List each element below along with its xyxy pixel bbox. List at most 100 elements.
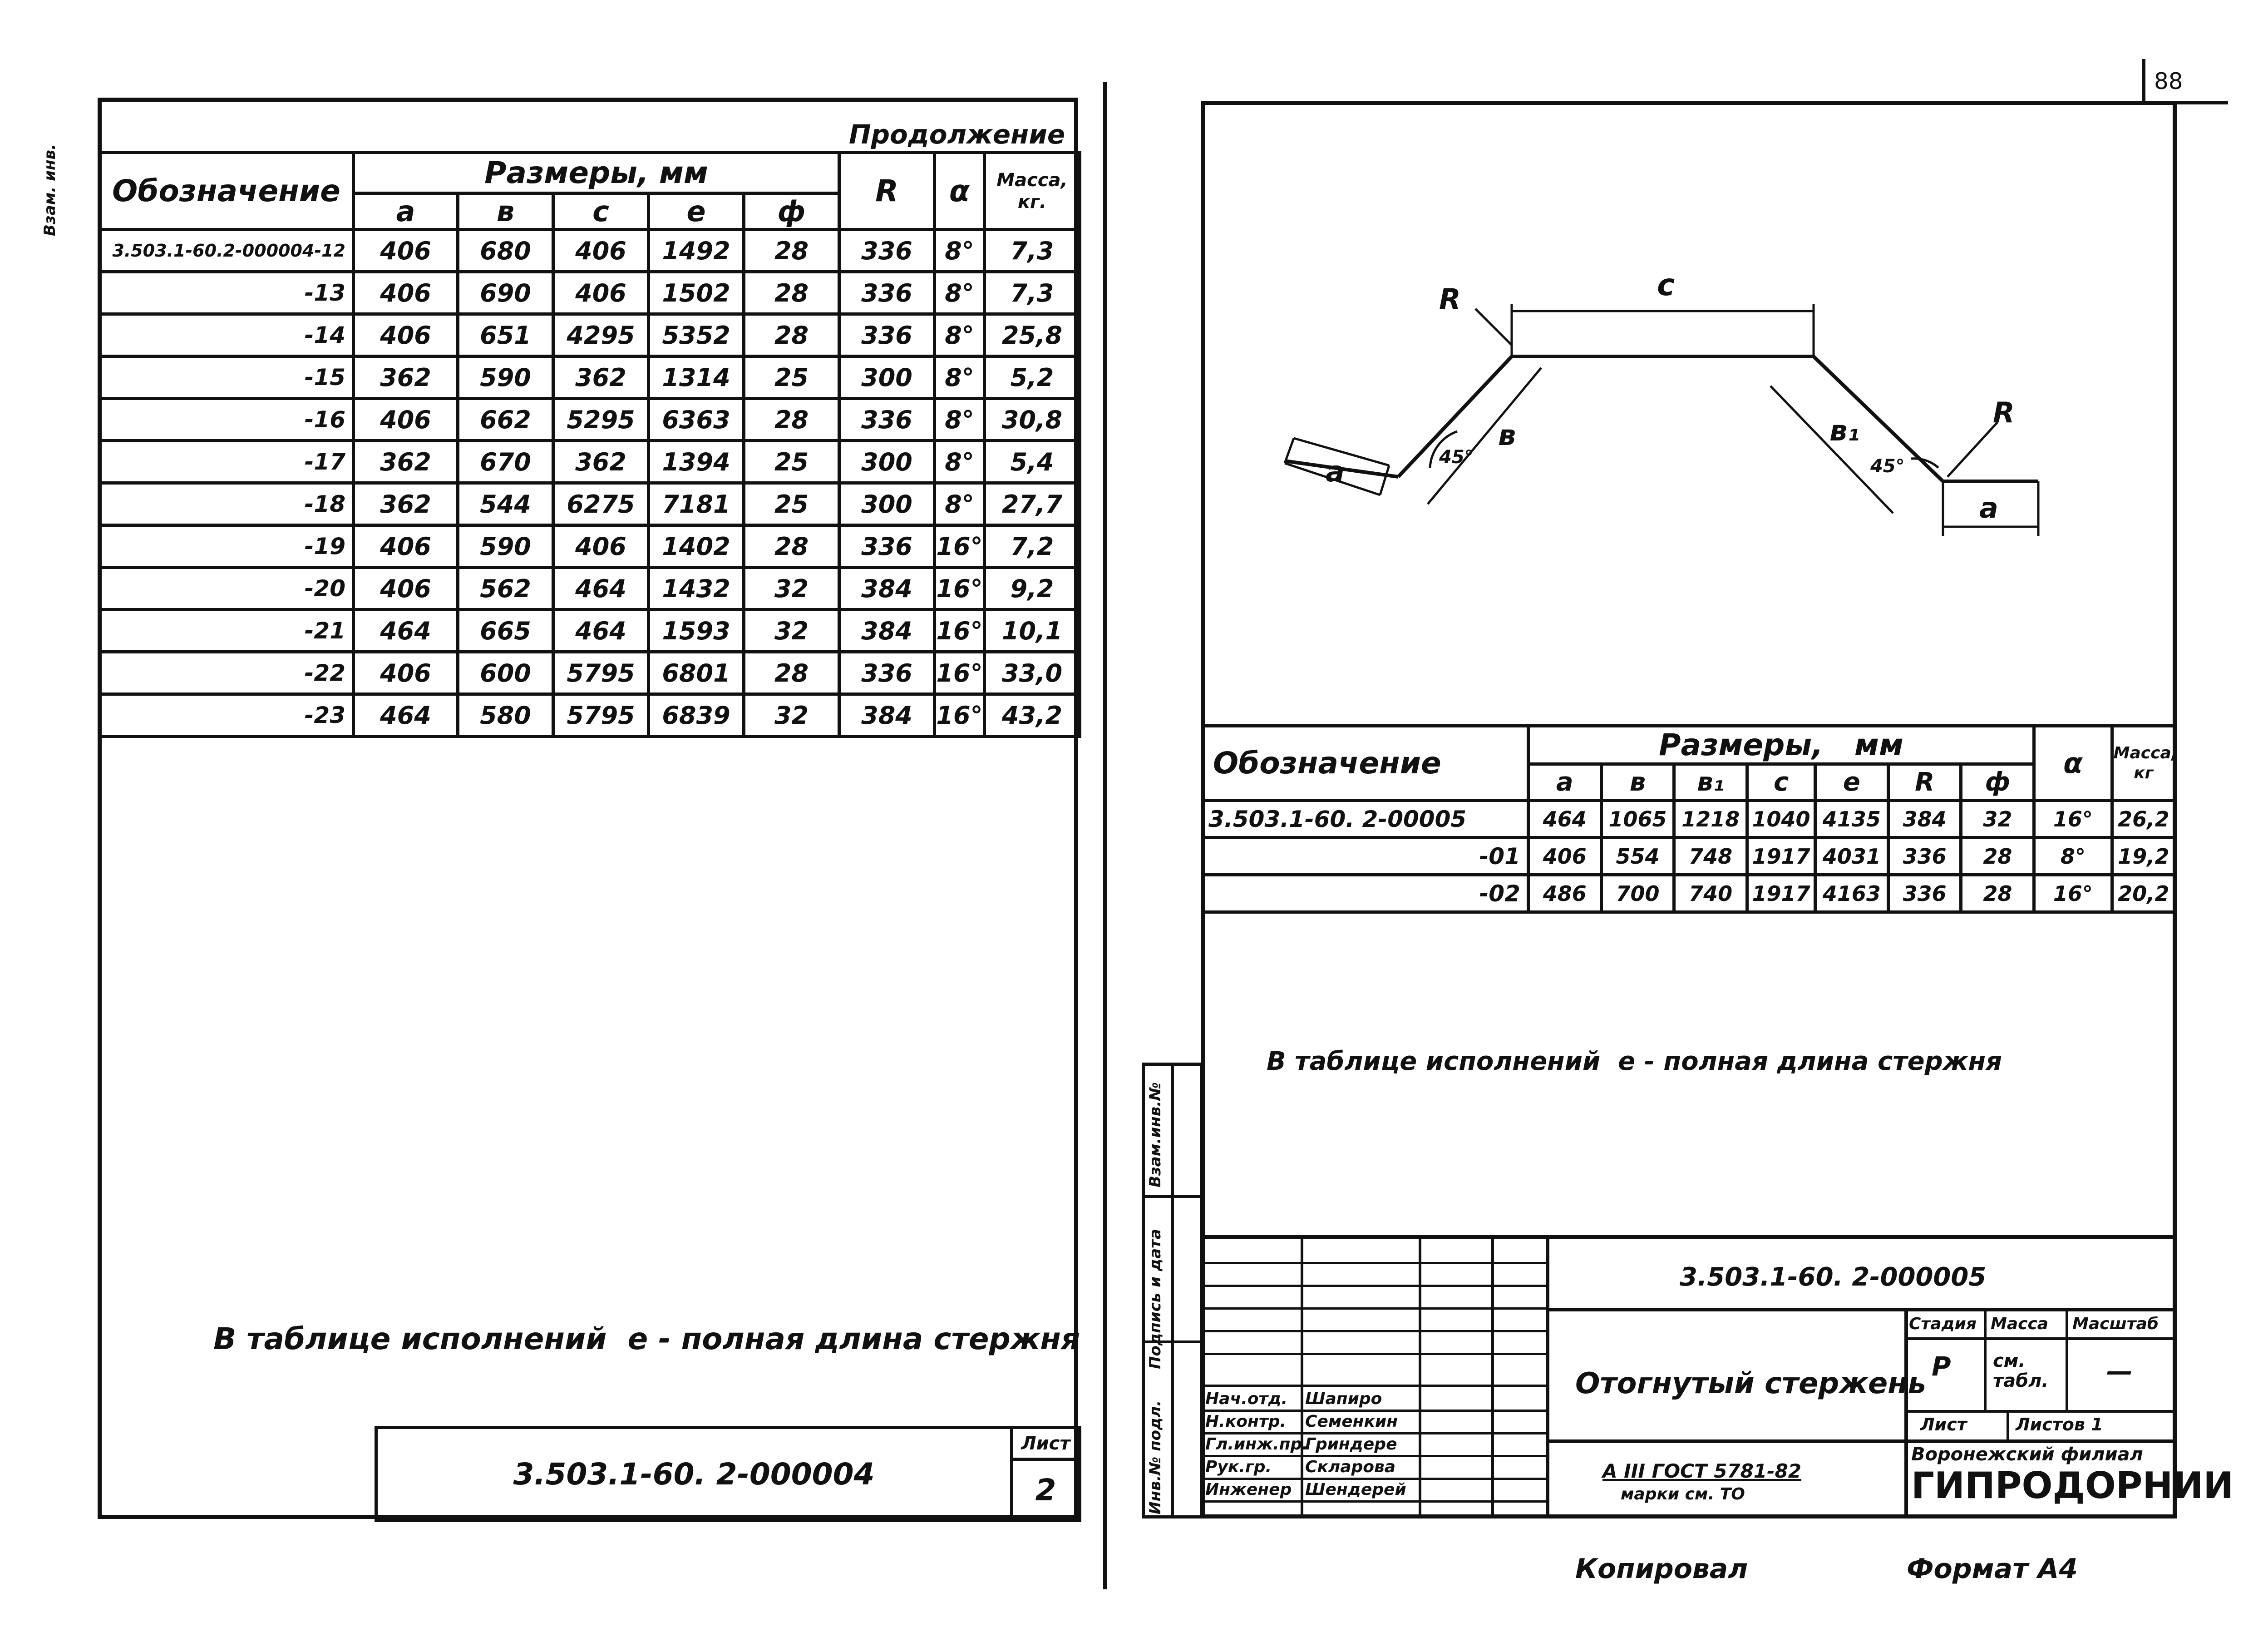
cell-R: 336 <box>838 270 936 316</box>
signature-role: Инженер <box>1205 1480 1292 1499</box>
cell-e: 1432 <box>647 566 745 611</box>
page-number-tick <box>2142 59 2145 104</box>
stamp-sheet-label: Лист <box>1920 1415 1967 1434</box>
cell-m: 25,8 <box>983 312 1081 358</box>
stamp-scale-value: — <box>2106 1355 2133 1386</box>
cell-e: 6801 <box>647 650 745 696</box>
cell-f: 28 <box>742 397 841 442</box>
cell-a: 464 <box>352 692 459 738</box>
cell-R: 336 <box>838 312 936 358</box>
bent-bar-drawing: c R R в в₁ a a 45° 45° <box>1283 267 2040 536</box>
copied-by: Копировал <box>1575 1553 1748 1585</box>
left-table: Обозначение Размеры, мм R α Масса, кг. a… <box>98 151 1081 738</box>
cell-d: -15 <box>98 355 355 400</box>
cell-c: 464 <box>552 608 650 653</box>
cell-a: 406 <box>352 524 459 569</box>
stamp-stage-value: Р <box>1932 1351 1951 1382</box>
cell-b: 590 <box>456 355 555 400</box>
cell-f: 28 <box>742 524 841 569</box>
cell-e: 4163 <box>1814 873 1890 914</box>
header-col-b: в <box>456 192 555 231</box>
cell-alpha: 16° <box>933 650 986 696</box>
continuation-label: Продолжение <box>849 119 1065 150</box>
cell-f: 25 <box>742 439 841 485</box>
left-sheet-label: Лист <box>1010 1426 1081 1461</box>
sheet-divider <box>1103 82 1107 1589</box>
cell-R: 384 <box>838 692 936 738</box>
dimension-lines <box>1283 304 2040 536</box>
right-header-col-f: ф <box>1959 762 2036 802</box>
stamp-mass-label: Масса <box>1991 1315 2049 1333</box>
cell-b1: 748 <box>1672 836 1749 876</box>
title-block <box>1201 1235 2177 1518</box>
cell-c: 5795 <box>552 692 650 738</box>
cell-c: 362 <box>552 355 650 400</box>
cell-R: 336 <box>838 650 936 696</box>
cell-a: 406 <box>352 650 459 696</box>
right-header-col-e: e <box>1814 762 1890 802</box>
cell-b: 580 <box>456 692 555 738</box>
stamp-org-1: Воронежский филиал <box>1911 1444 2143 1465</box>
stamp-sheets-label: Листов 1 <box>2016 1415 2103 1434</box>
cell-d: -19 <box>98 524 355 569</box>
cell-a: 406 <box>352 312 459 358</box>
header-R: R <box>838 151 936 231</box>
cell-b: 680 <box>456 228 555 273</box>
cell-alpha: 16° <box>933 524 986 569</box>
cell-R: 384 <box>1886 799 1963 839</box>
stamp-rule-1 <box>1548 1308 2177 1311</box>
cell-a: 406 <box>1526 836 1603 876</box>
cell-R: 300 <box>838 481 936 527</box>
stamp-material-1: А III ГОСТ 5781-82 <box>1602 1460 1801 1482</box>
cell-m: 7,3 <box>983 270 1081 316</box>
cell-e: 1593 <box>647 608 745 653</box>
cell-alpha: 8° <box>933 355 986 400</box>
signature-name: Шапиро <box>1305 1390 1382 1408</box>
cell-d: -16 <box>98 397 355 442</box>
cell-alpha: 16° <box>2032 799 2114 839</box>
cell-c: 1040 <box>1745 799 1817 839</box>
cell-b: 600 <box>456 650 555 696</box>
signature-name: Шендерей <box>1305 1480 1406 1499</box>
cell-f: 28 <box>1959 873 2036 914</box>
left-sheet-number: 2 <box>1010 1458 1081 1522</box>
signature-name: Гриндере <box>1305 1435 1397 1454</box>
cell-f: 32 <box>1959 799 2036 839</box>
cell-d: -22 <box>98 650 355 696</box>
cell-m: 5,2 <box>983 355 1081 400</box>
cell-e: 7181 <box>647 481 745 527</box>
cell-f: 32 <box>742 608 841 653</box>
cell-f: 28 <box>742 228 841 273</box>
signature-name: Скларова <box>1305 1458 1396 1476</box>
cell-d: -13 <box>98 270 355 316</box>
cell-e: 1502 <box>647 270 745 316</box>
cell-a: 362 <box>352 481 459 527</box>
cell-b: 700 <box>1599 873 1676 914</box>
cell-alpha: 8° <box>933 481 986 527</box>
cell-f: 32 <box>742 692 841 738</box>
cell-R: 336 <box>1886 836 1963 876</box>
cell-a: 486 <box>1526 873 1603 914</box>
header-mass: Масса, кг. <box>983 151 1081 231</box>
stamp-title: Отогнутый стержень <box>1575 1367 1926 1400</box>
cell-m: 19,2 <box>2110 836 2177 876</box>
cell-d: 3.503.1-60. 2-00005 <box>1201 799 1530 839</box>
cell-b: 1065 <box>1599 799 1676 839</box>
cell-R: 384 <box>838 566 936 611</box>
cell-m: 7,3 <box>983 228 1081 273</box>
cell-alpha: 8° <box>933 270 986 316</box>
cell-c: 1917 <box>1745 836 1817 876</box>
right-note: В таблице исполнений e - полная длина ст… <box>1267 1047 2002 1076</box>
cell-e: 6363 <box>647 397 745 442</box>
label-b: в <box>1498 419 1516 452</box>
right-header-col-R: R <box>1886 762 1963 802</box>
label-angle-right: 45° <box>1870 456 1905 477</box>
cell-m: 7,2 <box>983 524 1081 569</box>
cell-c: 1917 <box>1745 873 1817 914</box>
cell-R: 300 <box>838 439 936 485</box>
